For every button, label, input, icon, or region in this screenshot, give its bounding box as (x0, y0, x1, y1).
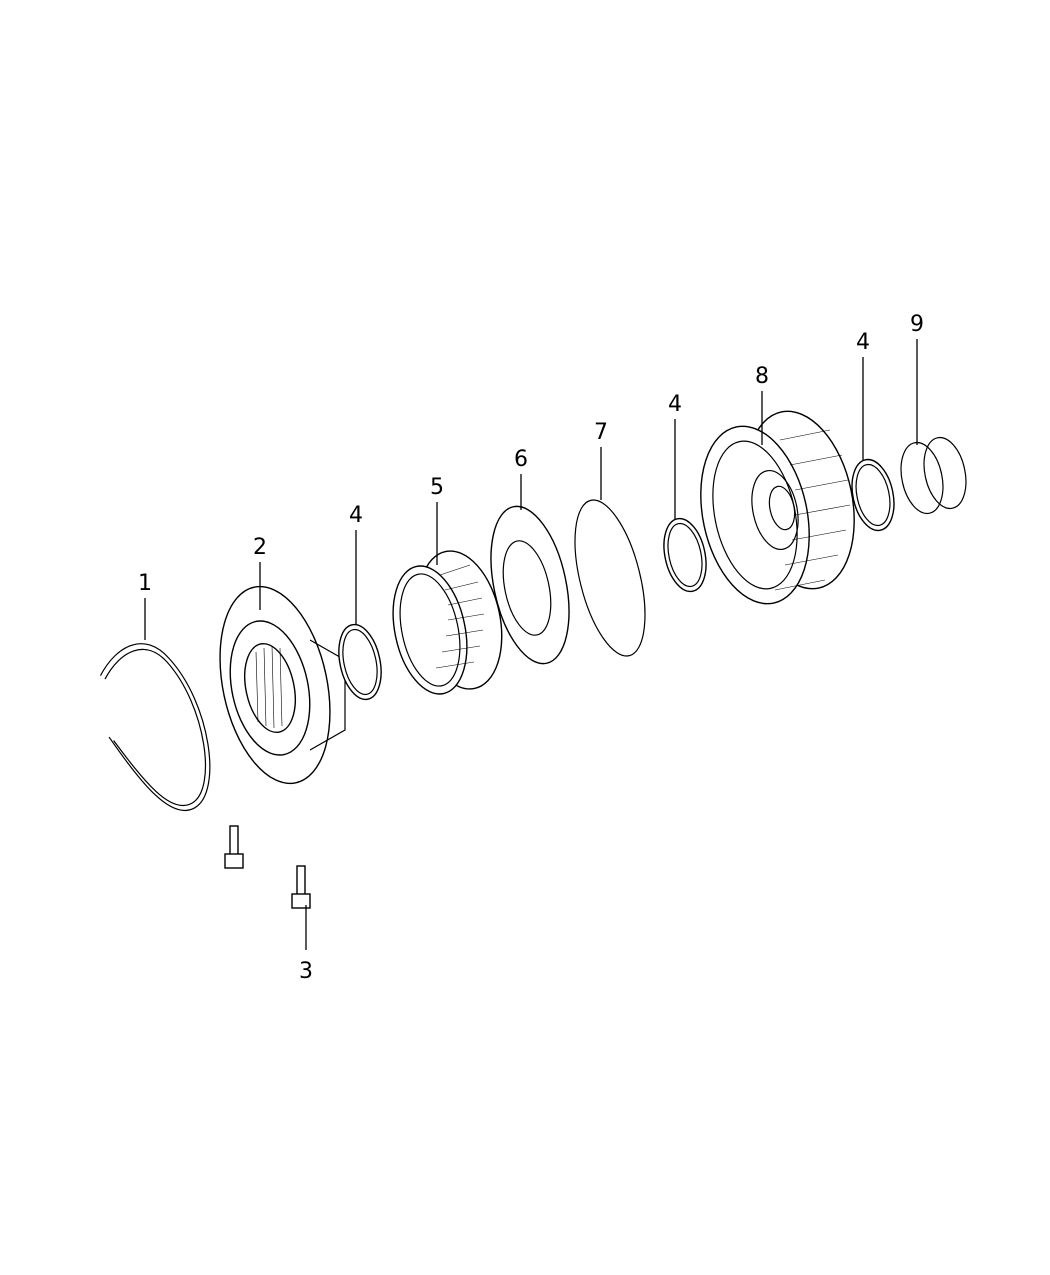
leader-lines (144, 339, 918, 950)
callout-4-first: 4 (349, 503, 363, 528)
part-7-snap-ring (574, 499, 646, 657)
callout-4-second: 4 (668, 392, 682, 417)
part-5-ring-gear (392, 550, 503, 695)
part-4-seal-1 (338, 623, 382, 701)
part-1-snap-ring (99, 643, 211, 812)
callout-9: 9 (910, 312, 924, 337)
callout-4-third: 4 (856, 330, 870, 355)
part-9-seal-rings (900, 436, 967, 515)
part-3-bolts (224, 825, 311, 909)
callout-6: 6 (514, 447, 528, 472)
part-2-housing (219, 585, 346, 785)
callout-8: 8 (755, 364, 769, 389)
callout-5: 5 (430, 475, 444, 500)
callout-1: 1 (138, 571, 152, 596)
part-6-plate (490, 505, 570, 665)
part-8-clutch-drum (700, 410, 855, 605)
callout-7: 7 (594, 420, 608, 445)
callout-3: 3 (299, 959, 313, 984)
callout-2: 2 (253, 535, 267, 560)
